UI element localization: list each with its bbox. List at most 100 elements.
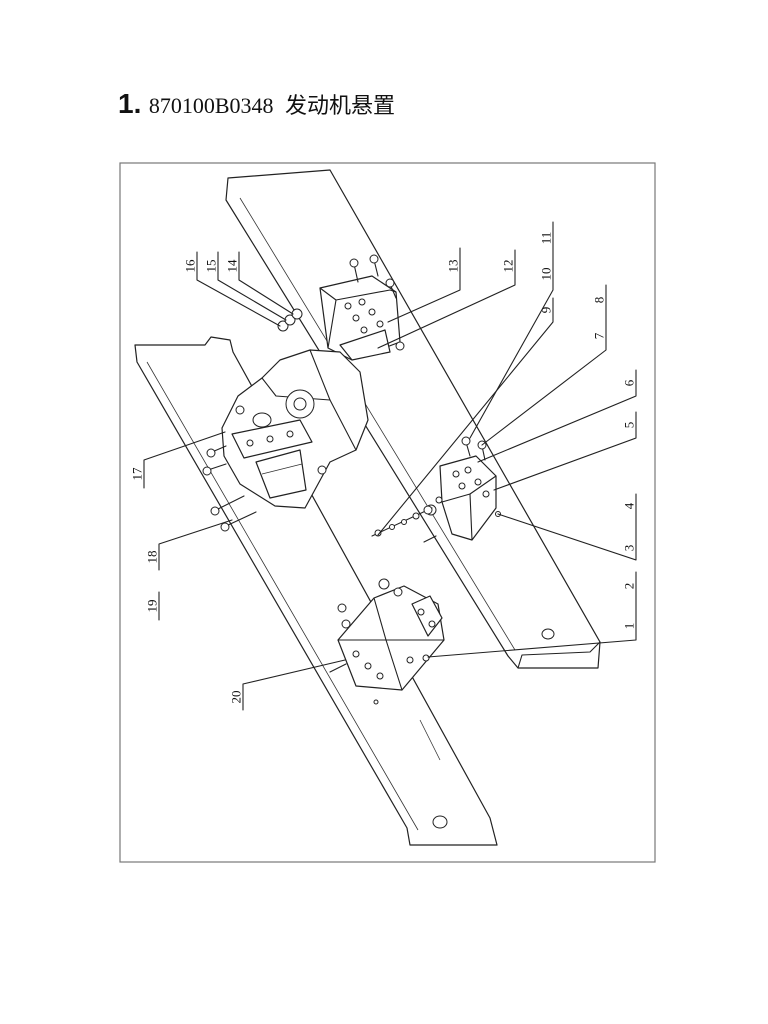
rear-bracket-top-edge <box>335 289 397 301</box>
rear-bracket-nut <box>277 320 289 332</box>
leader-20 <box>242 659 346 711</box>
callout-label-15: 15 <box>204 260 219 273</box>
casting-plate-hole <box>246 439 254 447</box>
upper-rail-outline <box>225 169 601 669</box>
lower-bracket-bolt-head <box>341 619 351 629</box>
bolt-set-spacer <box>412 512 420 520</box>
leader-lines <box>143 221 637 711</box>
casting-bore-inner <box>293 397 307 411</box>
front-bracket-hole <box>464 466 472 474</box>
lower-bracket-bolt-head <box>393 587 403 597</box>
callout-label-12: 12 <box>501 260 516 273</box>
lower-bracket-rivet <box>373 699 379 705</box>
lower-rail-flange-line <box>146 361 419 831</box>
leader-9 <box>377 297 554 536</box>
casting-plate-hole <box>266 435 274 443</box>
bolt-set-washer <box>401 519 407 525</box>
lower-bracket-bolt <box>329 663 347 673</box>
callout-label-10: 10 <box>539 268 554 281</box>
rear-bracket-bolt-head <box>349 258 359 268</box>
leader-12 <box>377 249 516 349</box>
buffer-hole <box>417 608 425 616</box>
lower-rail-bend-line <box>419 719 441 761</box>
leader-18 <box>158 519 233 571</box>
casting-bolt-head <box>220 522 230 532</box>
callout-label-5: 5 <box>622 422 637 429</box>
upper-rail-hole <box>541 628 555 640</box>
casting-hole <box>252 412 272 428</box>
callout-label-18: 18 <box>145 551 160 564</box>
buffer-hole <box>428 620 436 628</box>
casting-bolt-head <box>206 448 216 458</box>
leader-1-2 <box>427 571 637 658</box>
leader-3-4 <box>497 493 637 561</box>
page-title: 1. 870100B0348 发动机悬置 <box>118 88 395 120</box>
rear-bracket-bolt-head <box>385 278 395 288</box>
casting-bolt-head <box>210 506 220 516</box>
front-bracket-hole <box>452 470 460 478</box>
front-bracket-nut <box>435 496 443 504</box>
section-index: 1. <box>118 88 142 119</box>
lower-bracket-hole <box>364 662 372 670</box>
callout-label-17: 17 <box>130 467 145 481</box>
bolt-set-head <box>374 529 382 537</box>
rear-bracket-lip <box>339 329 391 361</box>
callout-label-6: 6 <box>622 379 637 386</box>
upper-frame-rail <box>225 169 601 669</box>
casting-plate-hole <box>286 430 294 438</box>
callout-label-3: 3 <box>622 545 637 552</box>
leader-7-8 <box>481 284 607 446</box>
callout-label-19: 19 <box>145 600 160 613</box>
rear-bracket-hole <box>376 320 384 328</box>
front-bracket-bolt-head <box>461 436 471 446</box>
lower-bracket-hole <box>376 672 384 680</box>
casting-bolt <box>225 511 257 527</box>
upper-rail-flange-line <box>239 197 516 651</box>
callout-label-9: 9 <box>539 307 554 314</box>
callout-label-8: 8 <box>592 297 607 304</box>
callout-label-14: 14 <box>225 259 240 273</box>
front-bracket-body <box>439 455 497 541</box>
callout-label-2: 2 <box>622 583 637 590</box>
lower-rail-hole <box>432 815 448 829</box>
leader-13 <box>387 247 461 323</box>
callout-label-13: 13 <box>446 260 461 273</box>
leader-16 <box>196 251 281 327</box>
leader-6 <box>477 369 637 463</box>
leader-15 <box>217 251 287 321</box>
front-mount-bracket <box>425 436 501 541</box>
buffer-washer <box>422 654 430 662</box>
callout-label-1: 1 <box>622 623 637 630</box>
bolt-set-extra-bolt <box>423 535 437 543</box>
bolt-set-nut <box>423 505 433 515</box>
lower-bracket-bolt-head <box>378 578 390 590</box>
callout-label-7: 7 <box>592 332 607 339</box>
rear-bracket-nut <box>395 341 405 351</box>
engine-mount-casting <box>202 349 369 532</box>
front-bracket-hole <box>458 482 466 490</box>
bolt-set-washer <box>389 524 395 530</box>
callout-label-16: 16 <box>183 259 198 273</box>
drawing-frame <box>119 162 656 863</box>
rear-bracket-hole <box>352 314 360 322</box>
rear-bracket-hole <box>344 302 352 310</box>
casting-rubber-line <box>261 463 303 475</box>
front-bracket-hole <box>474 478 482 486</box>
casting-bolt <box>215 495 245 511</box>
front-lower-bracket <box>329 578 445 705</box>
rear-bracket-bolt-head <box>369 254 379 264</box>
casting-rubber-block <box>255 449 307 499</box>
front-bracket-hole <box>482 490 490 498</box>
rear-bracket-hole <box>368 308 376 316</box>
casting-nut <box>235 405 245 415</box>
rear-mount-bracket <box>277 254 405 361</box>
lower-bracket-hole <box>352 650 360 658</box>
callout-label-11: 11 <box>539 232 554 245</box>
callout-label-4: 4 <box>622 502 637 509</box>
casting-nut <box>317 465 327 475</box>
part-name: 发动机悬置 <box>285 93 396 118</box>
callout-label-20: 20 <box>229 691 244 704</box>
part-number: 870100B0348 <box>148 93 274 118</box>
leader-14 <box>238 251 294 315</box>
